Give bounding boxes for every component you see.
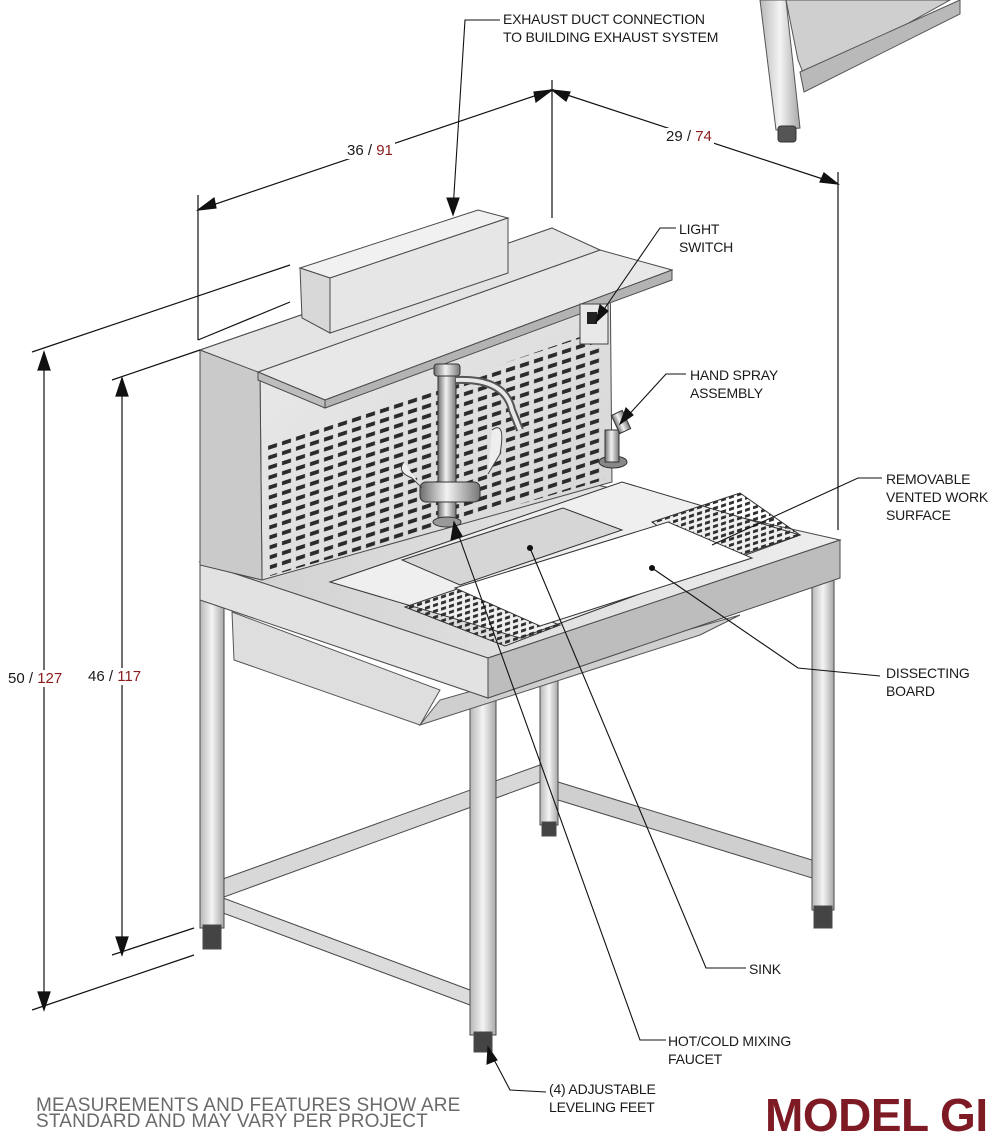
dimension-width-in: 36 bbox=[347, 142, 364, 159]
footer-note-line-1: MEASUREMENTS AND FEATURES SHOW ARE bbox=[36, 1095, 461, 1116]
callout-light-line-2: SWITCH bbox=[679, 239, 734, 255]
footer-note: MEASUREMENTS AND FEATURES SHOW ARE STAND… bbox=[36, 1095, 461, 1132]
dissecting-board bbox=[453, 521, 754, 627]
dimension-counter-height: 46 / 117 bbox=[86, 668, 144, 685]
callout-work-surface: REMOVABLE VENTED WORK SURFACE bbox=[886, 470, 988, 524]
callout-work-line-3: SURFACE bbox=[886, 507, 951, 523]
partial-leg-detail bbox=[759, 0, 961, 143]
callout-faucet-line-1: HOT/COLD MIXING bbox=[668, 1033, 792, 1049]
callout-board-line-1: DISSECTING bbox=[886, 665, 970, 681]
exhaust-duct bbox=[298, 209, 510, 334]
dimension-lines bbox=[31, 80, 841, 1012]
callout-spray-line-2: ASSEMBLY bbox=[690, 385, 763, 401]
callout-board-line-2: BOARD bbox=[886, 683, 935, 699]
dimension-sep: / bbox=[363, 142, 377, 159]
dimension-counter-height-in: 46 bbox=[88, 668, 105, 685]
dimension-sep: / bbox=[24, 670, 38, 687]
dimension-overall-height-in: 50 bbox=[8, 670, 25, 687]
table-frame bbox=[199, 564, 835, 1053]
dimension-depth: 29 / 74 bbox=[664, 128, 714, 145]
model-brand-title: MODEL GI bbox=[765, 1089, 988, 1141]
dimension-width: 36 / 91 bbox=[345, 142, 395, 159]
backsplash-cabinet bbox=[198, 227, 674, 581]
footer-note-line-2: STANDARD AND MAY VARY PER PROJECT bbox=[36, 1111, 428, 1132]
leader-lines bbox=[446, 19, 882, 1093]
callout-work-line-1: REMOVABLE bbox=[886, 471, 971, 487]
callout-spray-line-1: HAND SPRAY bbox=[690, 367, 778, 383]
dimension-sep: / bbox=[682, 128, 696, 145]
dimension-depth-in: 29 bbox=[666, 128, 683, 145]
callout-light-line-1: LIGHT bbox=[679, 221, 720, 237]
sink-opening bbox=[400, 507, 624, 586]
callout-faucet-line-2: FAUCET bbox=[668, 1051, 723, 1067]
callout-hand-spray: HAND SPRAY ASSEMBLY bbox=[690, 366, 778, 402]
dimension-sep: / bbox=[104, 668, 118, 685]
callout-feet-line-1: (4) ADJUSTABLE bbox=[549, 1081, 656, 1097]
dimension-counter-height-cm: 117 bbox=[117, 668, 142, 685]
callout-mixing-faucet: HOT/COLD MIXING FAUCET bbox=[668, 1032, 791, 1068]
callout-dissecting-board: DISSECTING BOARD bbox=[886, 664, 970, 700]
callout-exhaust-line-1: EXHAUST DUCT CONNECTION bbox=[503, 11, 705, 27]
callout-sink-line-1: SINK bbox=[749, 961, 781, 977]
callout-work-line-2: VENTED WORK bbox=[886, 489, 989, 505]
hot-cold-mixing-faucet bbox=[400, 363, 524, 528]
callout-light-switch: LIGHT SWITCH bbox=[679, 220, 733, 256]
dimension-overall-height: 50 / 127 bbox=[6, 670, 65, 687]
dimension-overall-height-cm: 127 bbox=[37, 670, 63, 687]
callout-leveling-feet: (4) ADJUSTABLE LEVELING FEET bbox=[549, 1080, 656, 1116]
callout-exhaust-line-2: TO BUILDING EXHAUST SYSTEM bbox=[503, 29, 719, 45]
callout-feet-line-2: LEVELING FEET bbox=[549, 1099, 655, 1115]
dimension-depth-cm: 74 bbox=[695, 128, 712, 145]
callout-exhaust-duct: EXHAUST DUCT CONNECTION TO BUILDING EXHA… bbox=[503, 10, 718, 46]
callout-sink: SINK bbox=[749, 960, 781, 978]
dimension-width-cm: 91 bbox=[376, 142, 393, 159]
